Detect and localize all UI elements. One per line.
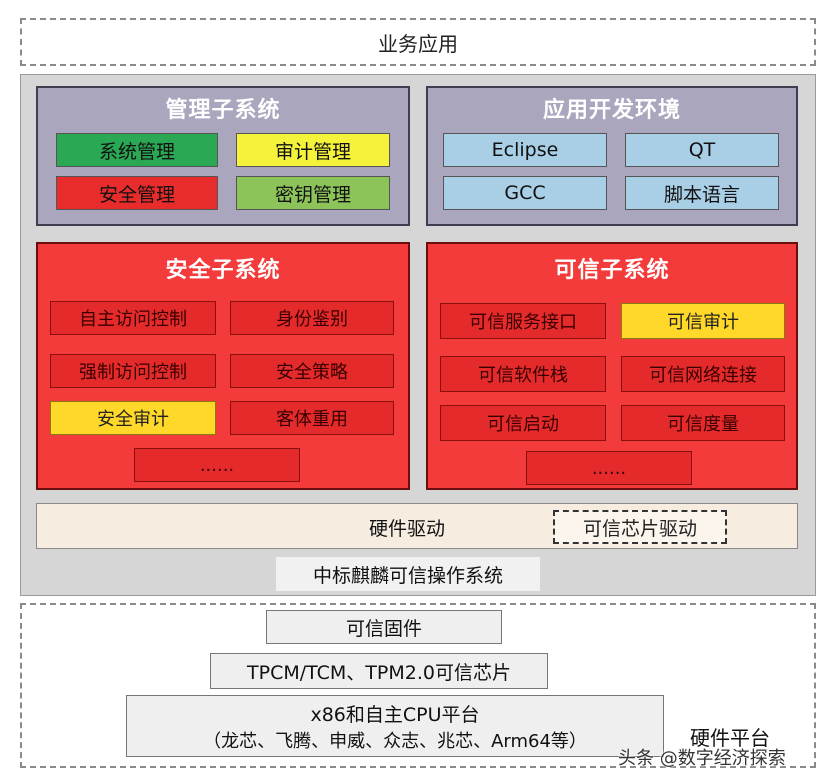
trusted-audit-box: 可信审计: [621, 303, 785, 339]
appdev-environment-title: 应用开发环境: [542, 98, 681, 123]
object-reuse-box: 客体重用: [230, 401, 394, 435]
qt-box: QT: [625, 133, 779, 167]
security-policy-box: 安全策略: [230, 354, 394, 388]
business-app-label: 业务应用: [378, 31, 458, 56]
mac-box: 强制访问控制: [50, 354, 216, 388]
trusted-chip-driver-box: 可信芯片驱动: [553, 510, 727, 544]
audit-management-box: 审计管理: [236, 133, 390, 167]
identity-auth-box: 身份鉴别: [230, 301, 394, 335]
key-management-box: 密钥管理: [236, 176, 390, 210]
trusted-measurement-box: 可信度量: [621, 405, 785, 441]
gcc-box: GCC: [443, 176, 607, 210]
trusted-boot-box: 可信启动: [440, 405, 606, 441]
hardware-platform-label: 硬件平台: [690, 726, 770, 750]
trusted-more-box: ......: [526, 451, 692, 485]
hardware-driver-label: 硬件驱动: [369, 518, 446, 540]
hardware-platform-layer: [20, 603, 816, 768]
cpu-platform-line1: x86和自主CPU平台: [310, 703, 480, 726]
management-subsystem-title: 管理子系统: [165, 98, 281, 123]
trusted-service-interface-box: 可信服务接口: [440, 303, 606, 339]
security-subsystem-title: 安全子系统: [165, 258, 281, 283]
trusted-software-stack-box: 可信软件栈: [440, 356, 606, 392]
security-audit-box: 安全审计: [50, 401, 216, 435]
system-management-box: 系统管理: [56, 133, 218, 167]
business-app-layer: 业务应用: [20, 18, 816, 66]
trusted-firmware-box: 可信固件: [266, 610, 502, 644]
trusted-network-connect-box: 可信网络连接: [621, 356, 785, 392]
security-more-box: ......: [134, 448, 300, 482]
eclipse-box: Eclipse: [443, 133, 607, 167]
os-label: 中标麒麟可信操作系统: [276, 557, 540, 591]
cpu-platform-line2: （龙芯、飞腾、申威、众志、兆芯、Arm64等）: [203, 731, 587, 752]
trusted-subsystem-title: 可信子系统: [554, 258, 670, 283]
trusted-chip-box: TPCM/TCM、TPM2.0可信芯片: [210, 653, 548, 689]
cpu-platform-box: x86和自主CPU平台 （龙芯、飞腾、申威、众志、兆芯、Arm64等）: [126, 695, 664, 757]
hardware-driver-bar: 硬件驱动 可信芯片驱动: [36, 503, 798, 549]
security-management-box: 安全管理: [56, 176, 218, 210]
dac-box: 自主访问控制: [50, 301, 216, 335]
script-language-box: 脚本语言: [625, 176, 779, 210]
watermark-text: 头条 @数字经济探索: [618, 748, 786, 769]
